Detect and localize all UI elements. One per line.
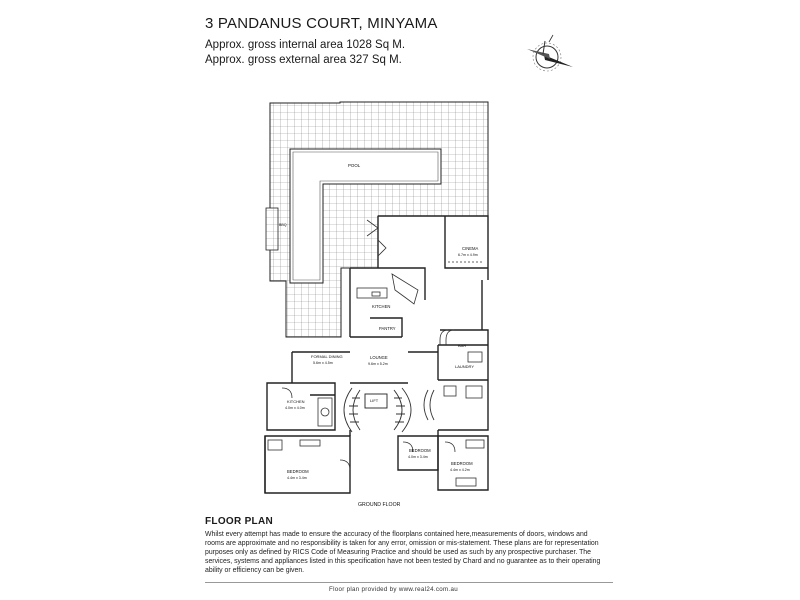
lounge-label: LOUNGE — [370, 355, 388, 360]
bedroom-a-label: BEDROOM — [287, 469, 309, 474]
formal-dining-label: FORMAL DINING — [311, 354, 343, 359]
credit-text: Floor plan provided by www.real24.com.au — [329, 586, 458, 593]
kitchen2-label: KITCHEN — [287, 399, 305, 404]
cinema-dims: 6.7m x 4.9m — [458, 253, 478, 257]
bedroom-c-label: BEDROOM — [451, 461, 473, 466]
cinema-label: CINEMA — [462, 246, 478, 251]
kitchen2-dims: 4.0m x 4.0m — [285, 406, 305, 410]
bedroom-a-dims: 4.4m x 3.4m — [287, 476, 307, 480]
laundry-label: LAUNDRY — [455, 364, 474, 369]
bedroom-b-dims: 4.0m x 3.4m — [408, 455, 428, 459]
disclaimer-text: Whilst every attempt has made to ensure … — [205, 531, 601, 574]
internal-area-text: Approx. gross internal area 1028 Sq M. — [205, 39, 406, 51]
bedroom-c-dims: 4.4m x 4.2m — [450, 468, 470, 472]
pantry-label: PANTRY — [379, 326, 396, 331]
bar-label: BAR — [458, 343, 466, 348]
ground-floor-label: GROUND FLOOR — [358, 502, 401, 508]
formal-dining-dims: 5.6m x 4.5m — [313, 361, 333, 365]
floor-plan-heading: FLOOR PLAN — [205, 516, 273, 527]
lift-label: LIFT — [370, 398, 379, 403]
bedroom-b-label: BEDROOM — [409, 448, 431, 453]
compass-north-icon — [527, 34, 573, 72]
pool-label: POOL — [348, 163, 361, 168]
lounge-dims: 9.6m x 5.2m — [368, 362, 388, 366]
external-area-text: Approx. gross external area 327 Sq M. — [205, 54, 402, 66]
bbq-label: BBQ — [279, 223, 287, 227]
building-walls — [264, 215, 489, 494]
fixtures — [267, 219, 485, 487]
kitchen-label: KITCHEN — [372, 304, 390, 309]
curved-staircases — [343, 387, 435, 433]
footer-divider — [205, 582, 613, 583]
property-title: 3 PANDANUS COURT, MINYAMA — [205, 15, 438, 32]
pool — [289, 148, 442, 284]
